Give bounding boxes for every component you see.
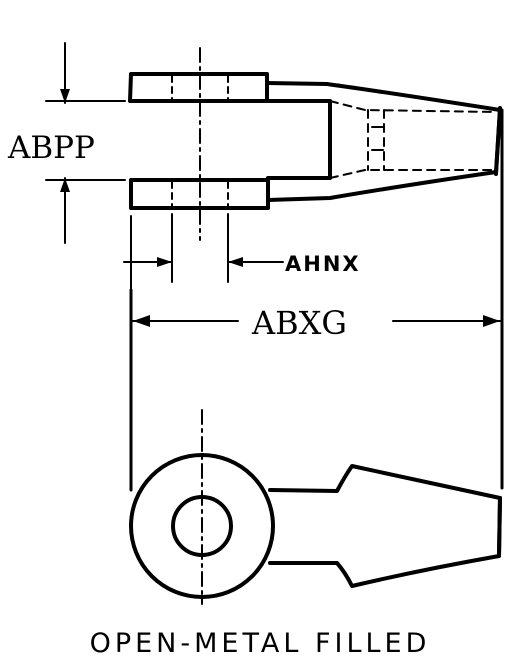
pin-hole-label: AHNX xyxy=(285,252,361,276)
clevis-bore-ribs xyxy=(371,126,384,151)
jaw-opening-label: ABPP xyxy=(7,130,95,166)
upper-jaw xyxy=(128,72,269,103)
drawing-caption: OPEN-METAL FILLED xyxy=(90,628,431,659)
clevis-top-view xyxy=(128,47,502,241)
lower-jaw xyxy=(129,178,270,210)
lower-jaw-hidden-lines xyxy=(171,181,229,207)
dimension-overall-length: ABXG xyxy=(129,108,504,492)
eye-outer-circle xyxy=(129,453,275,599)
shank-end-face xyxy=(497,496,502,558)
shank-outline xyxy=(268,464,502,588)
eye-pin-hole xyxy=(171,495,233,557)
dimension-pin-hole: AHNX xyxy=(123,213,361,291)
upper-jaw-hidden-lines xyxy=(171,75,229,100)
overall-length-label: ABXG xyxy=(251,304,347,342)
dimension-jaw-opening: ABPP xyxy=(7,42,126,244)
clevis-end-face xyxy=(494,106,502,176)
clevis-hidden-bore xyxy=(329,100,497,179)
clevis-side-view xyxy=(129,409,502,605)
